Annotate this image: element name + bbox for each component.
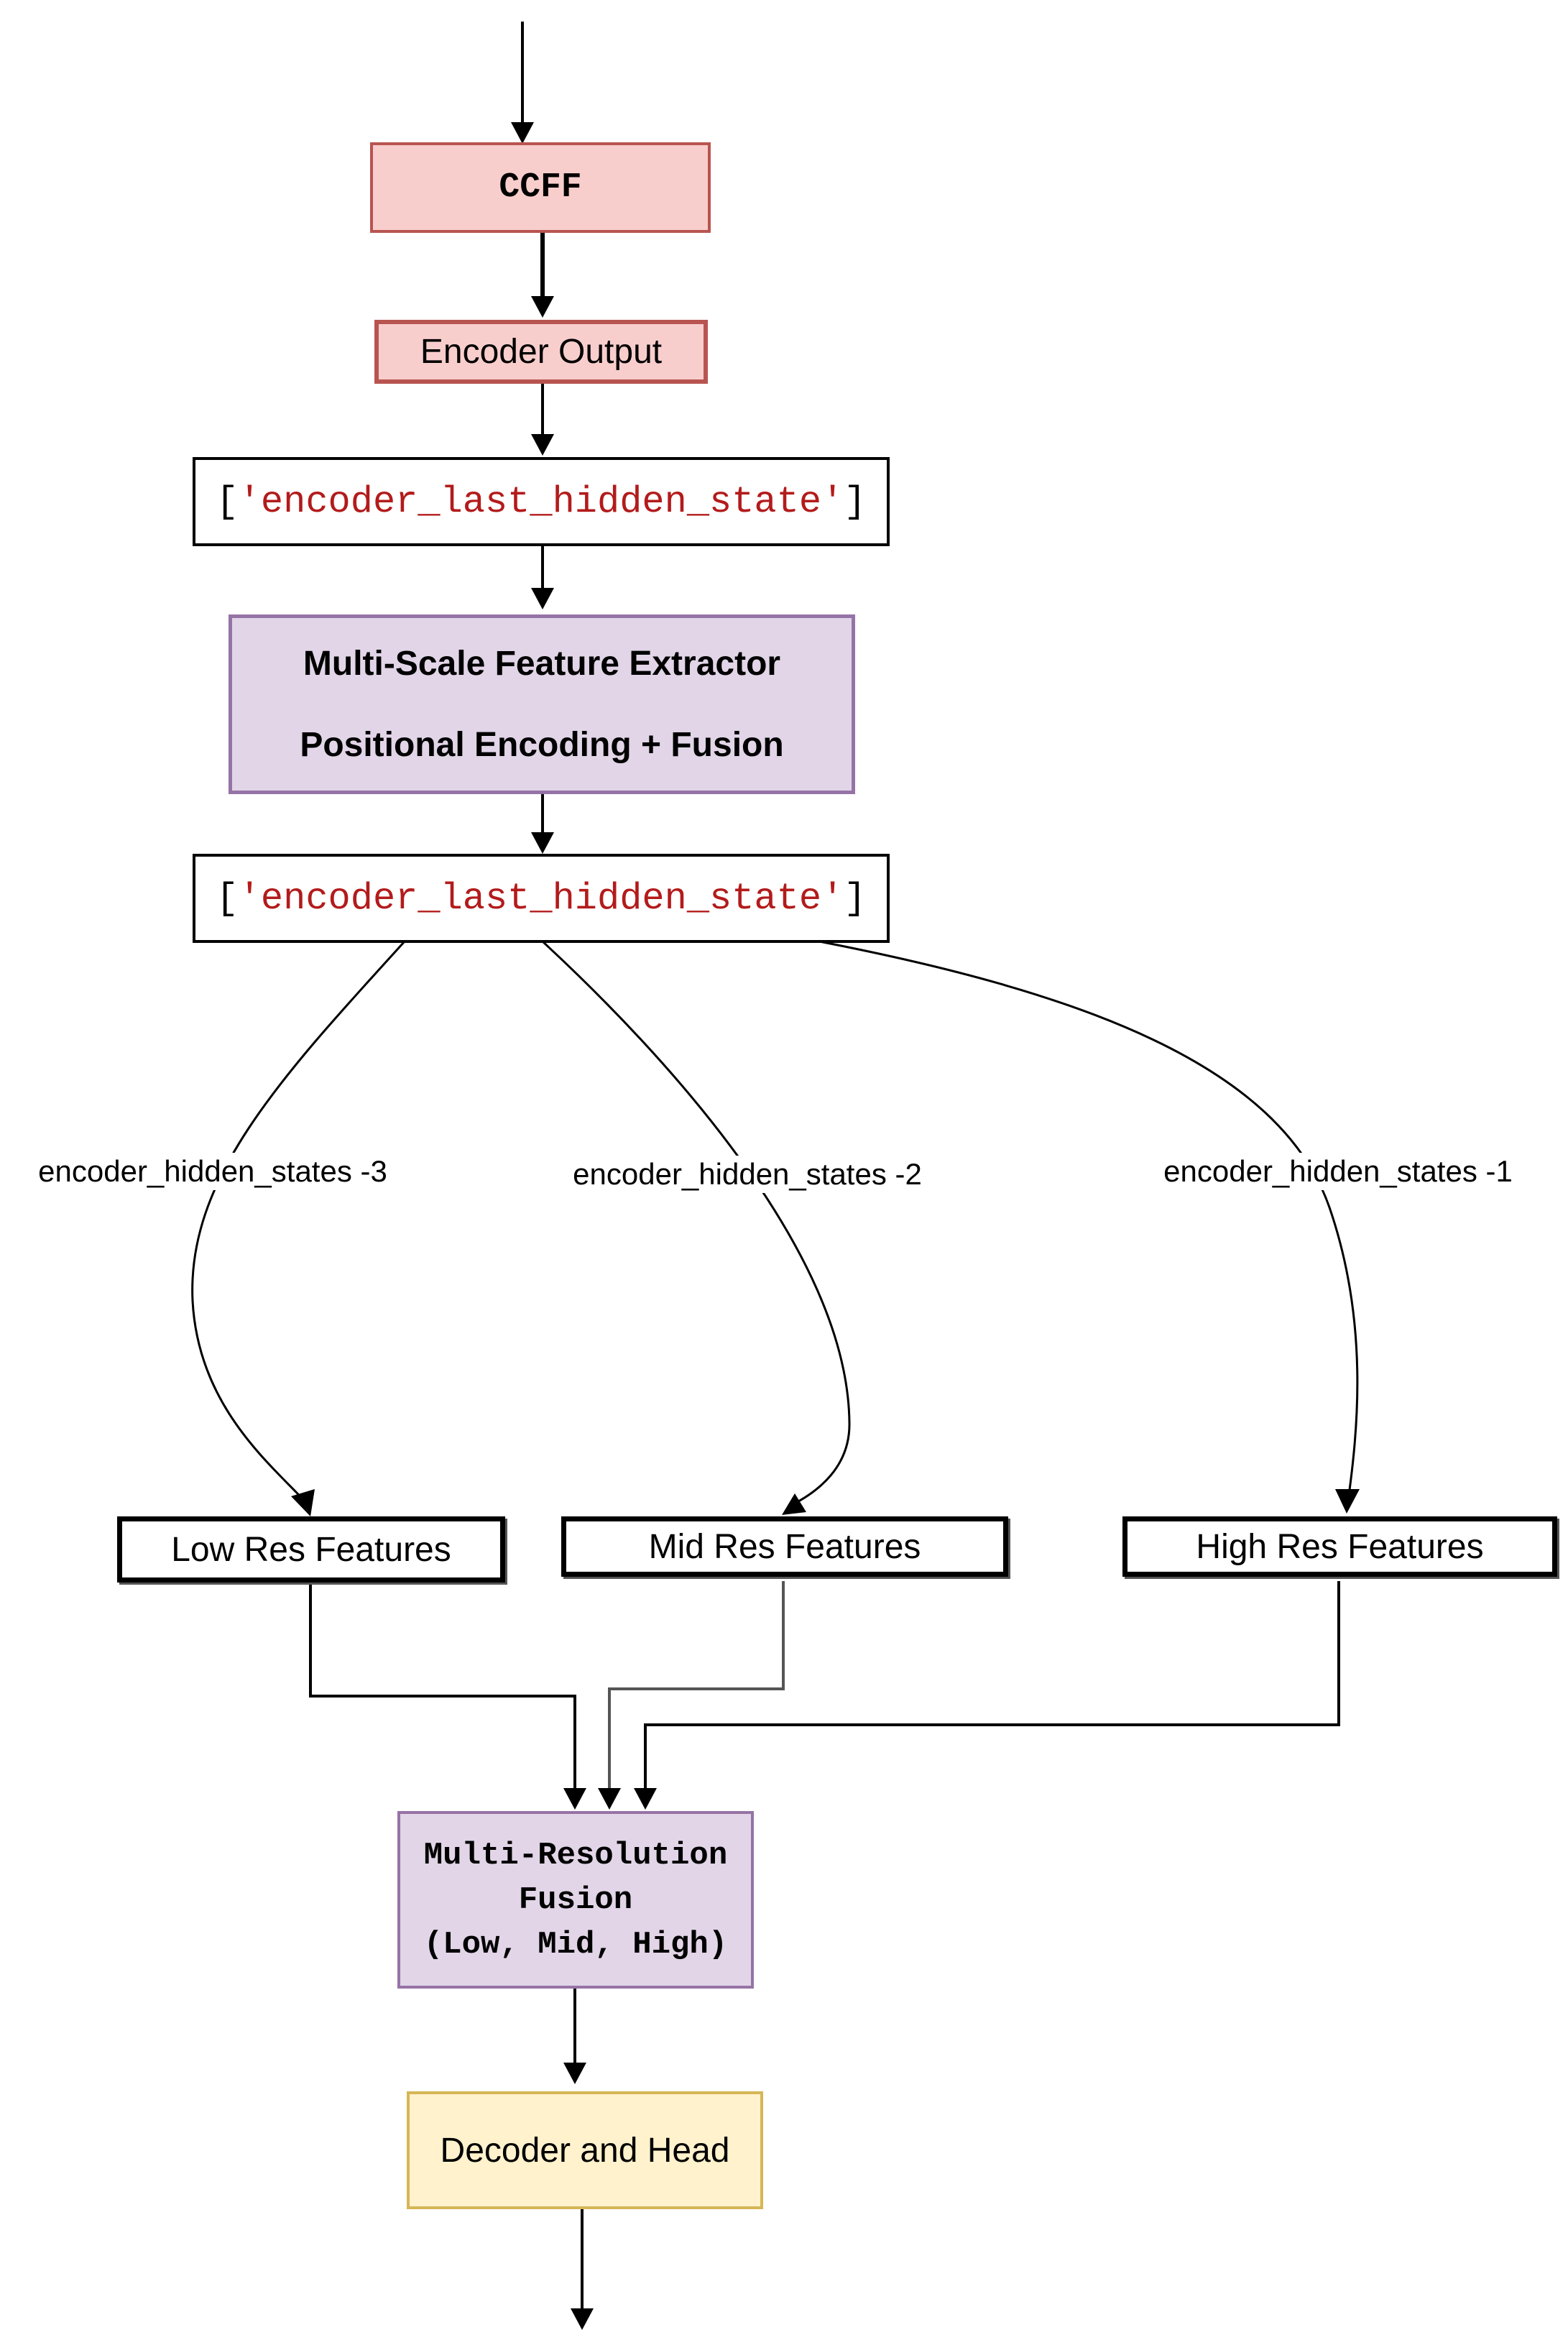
edge-state-2-to-mid-res (541, 940, 851, 1507)
state-1-node: ['encoder_last_hidden_state'] (193, 457, 890, 546)
arrowhead (1335, 1489, 1360, 1514)
feature-extractor-line-1: Multi-Scale Feature Extractor (303, 645, 781, 683)
arrowhead (531, 296, 554, 318)
low-res-features-node: Low Res Features (117, 1516, 505, 1583)
low-res-features-label: Low Res Features (171, 1530, 451, 1569)
high-res-features-node: High Res Features (1122, 1516, 1557, 1577)
decoder-and-head-label: Decoder and Head (440, 2131, 730, 2170)
arrowhead (563, 2063, 586, 2084)
arrowhead (571, 2308, 594, 2330)
fusion-line-1: Multi-Resolution (423, 1837, 728, 1874)
edge-low-res-to-fusion (309, 1581, 576, 1795)
ccff-node: CCFF (370, 142, 711, 233)
edge-label-to-low-res: encoder_hidden_states -3 (34, 1153, 392, 1190)
arrowhead (782, 1493, 806, 1515)
arrowhead (291, 1489, 315, 1516)
encoder-output-node: Encoder Output (374, 320, 708, 384)
arrowhead (563, 1788, 586, 1810)
edge-state-2-to-low-res (191, 940, 406, 1507)
arrowhead (511, 122, 534, 144)
multi-resolution-fusion-node: Multi-Resolution Fusion (Low, Mid, High) (397, 1811, 754, 1989)
state-1-text: ['encoder_last_hidden_state'] (216, 480, 867, 523)
state-2-node: ['encoder_last_hidden_state'] (193, 854, 890, 943)
arrowhead (531, 832, 554, 854)
mid-res-features-label: Mid Res Features (648, 1527, 921, 1566)
arrowhead (531, 588, 554, 609)
edge-high-res-to-fusion (644, 1581, 1340, 1795)
fusion-line-2: Fusion (518, 1881, 633, 1918)
edge-label-to-mid-res: encoder_hidden_states -2 (568, 1156, 926, 1193)
fusion-line-3: (Low, Mid, High) (423, 1926, 728, 1963)
state-2-text: ['encoder_last_hidden_state'] (216, 877, 867, 920)
ccff-label: CCFF (499, 168, 582, 207)
high-res-features-label: High Res Features (1196, 1527, 1484, 1566)
feature-extractor-node: Multi-Scale Feature Extractor Positional… (229, 614, 855, 794)
encoder-output-label: Encoder Output (420, 333, 663, 371)
arrowhead (634, 1788, 657, 1810)
edge-label-to-high-res: encoder_hidden_states -1 (1159, 1153, 1517, 1190)
feature-extractor-line-2: Positional Encoding + Fusion (300, 726, 784, 764)
edge-state-2-to-high-res (818, 940, 1359, 1506)
arrowhead (531, 434, 554, 456)
edge-mid-res-to-fusion (608, 1581, 785, 1795)
decoder-and-head-node: Decoder and Head (407, 2091, 763, 2209)
arrowhead (598, 1788, 621, 1810)
mid-res-features-node: Mid Res Features (561, 1516, 1008, 1577)
